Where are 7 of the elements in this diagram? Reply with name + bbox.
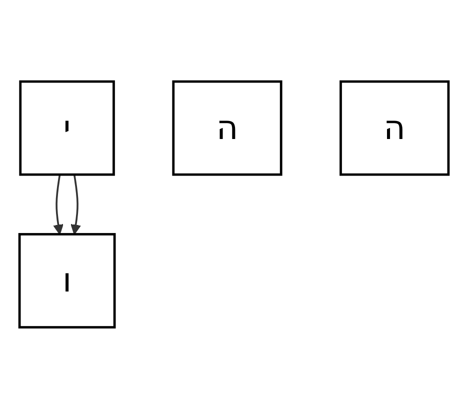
- arrow: [53, 174, 64, 234]
- letter-grid-diagram: י ה ה ו: [10, 72, 458, 336]
- node-box: [19, 80, 115, 176]
- node-box: [172, 80, 282, 176]
- node-box: [18, 232, 116, 328]
- arrow: [70, 174, 81, 234]
- node-box: [340, 80, 450, 176]
